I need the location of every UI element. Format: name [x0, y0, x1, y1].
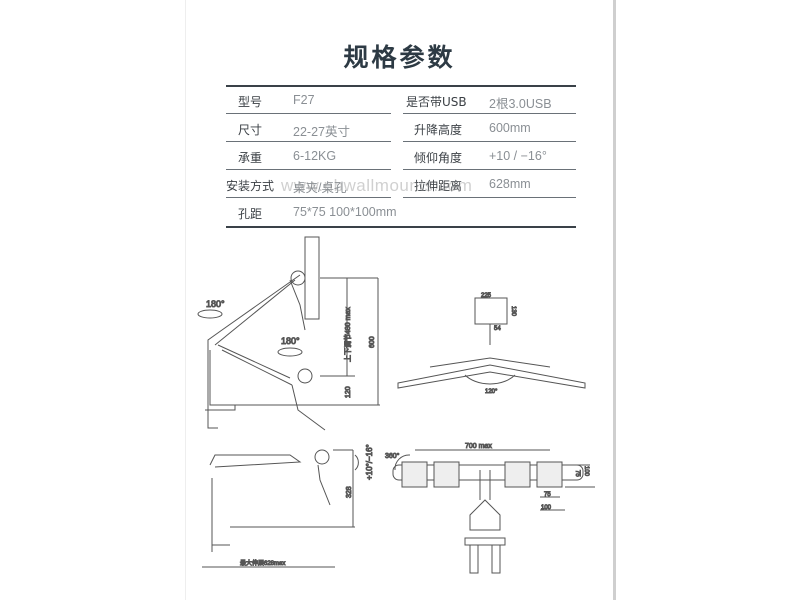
- spec-label: 尺寸: [238, 123, 263, 137]
- spec-value: 600mm: [489, 121, 531, 135]
- divider: [226, 141, 391, 142]
- spec-label: 型号: [238, 95, 263, 109]
- rotation-label: 180°: [281, 336, 300, 346]
- divider: [226, 113, 391, 114]
- front-view-drawing: [392, 449, 595, 574]
- rotation-label: 180°: [206, 299, 225, 309]
- spec-value: +10 / −16°: [489, 149, 547, 163]
- angle-label: 120°: [485, 389, 498, 395]
- spec-label: 孔距: [238, 207, 263, 221]
- table-top-rule: [226, 85, 576, 87]
- spec-value: 75*75 100*100mm: [293, 205, 397, 219]
- span-label: 700 max: [465, 443, 492, 450]
- divider: [226, 169, 391, 170]
- spec-value: 22-27英寸: [293, 125, 350, 139]
- spec-label: 安装方式: [226, 179, 275, 193]
- vesa-plate: [536, 461, 563, 488]
- divider: [226, 197, 391, 198]
- spec-label: 升降高度: [414, 123, 463, 137]
- spec-sheet: 规格参数 型号 F27 是否带USB 2根3.0USB 尺寸 22-27英寸 升…: [185, 0, 616, 600]
- divider: [403, 113, 576, 114]
- vesa-100-label: 100: [541, 505, 552, 511]
- rotation-label: 360°: [385, 452, 400, 460]
- watermark: www.nbwallmounts.com: [281, 176, 473, 195]
- height-label: 130: [510, 306, 516, 317]
- depth-label: 54: [494, 326, 501, 332]
- divider: [403, 197, 576, 198]
- vesa-plate: [401, 461, 428, 488]
- vesa-100-label: 100: [583, 466, 589, 477]
- height-label: 600: [369, 336, 376, 348]
- reach-label: 最大伸展628max: [240, 559, 285, 567]
- tilt-label: +10°/−16°: [365, 444, 374, 480]
- spec-value: F27: [293, 93, 315, 107]
- spec-value: 6-12KG: [293, 149, 337, 163]
- vesa-plate: [433, 461, 460, 488]
- vesa-plate: [504, 461, 531, 488]
- spec-label: 承重: [238, 151, 263, 165]
- top-view-drawing: [397, 297, 586, 389]
- table-bottom-rule: [226, 226, 576, 228]
- side-view-drawing: [197, 236, 380, 431]
- page-title: 规格参数: [343, 43, 456, 72]
- spec-label: 拉伸距离: [414, 179, 463, 193]
- spec-value: 桌夹/桌孔: [293, 181, 347, 195]
- adjust-range-label: 上下调节480 max: [343, 307, 352, 362]
- vesa-75-label: 75: [574, 470, 580, 477]
- low-height-label: 120: [345, 386, 352, 398]
- spec-label: 是否带USB: [406, 95, 467, 109]
- divider: [403, 141, 576, 142]
- extended-view-drawing: [202, 449, 359, 568]
- spec-value: 2根3.0USB: [489, 97, 552, 111]
- width-label: 225: [481, 293, 492, 299]
- spec-label: 倾仰角度: [414, 151, 463, 165]
- vesa-75-label: 75: [544, 492, 551, 498]
- divider: [403, 169, 576, 170]
- height-label: 328: [346, 486, 353, 498]
- spec-value: 628mm: [489, 177, 531, 191]
